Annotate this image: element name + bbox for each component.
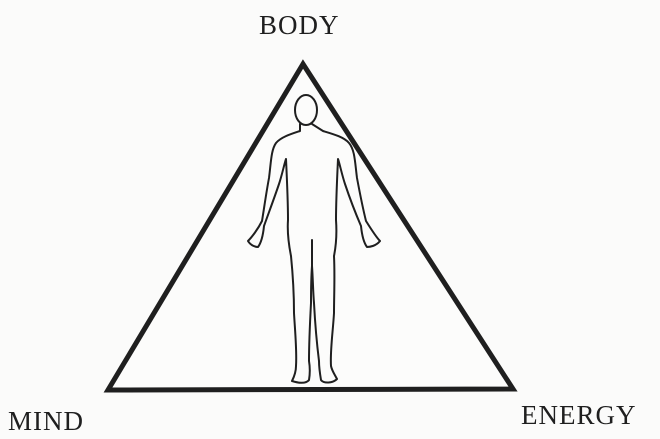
label-mind: MIND — [8, 408, 84, 435]
label-body: BODY — [259, 12, 340, 39]
triangle-outline — [108, 64, 513, 390]
label-energy: ENERGY — [521, 402, 637, 429]
